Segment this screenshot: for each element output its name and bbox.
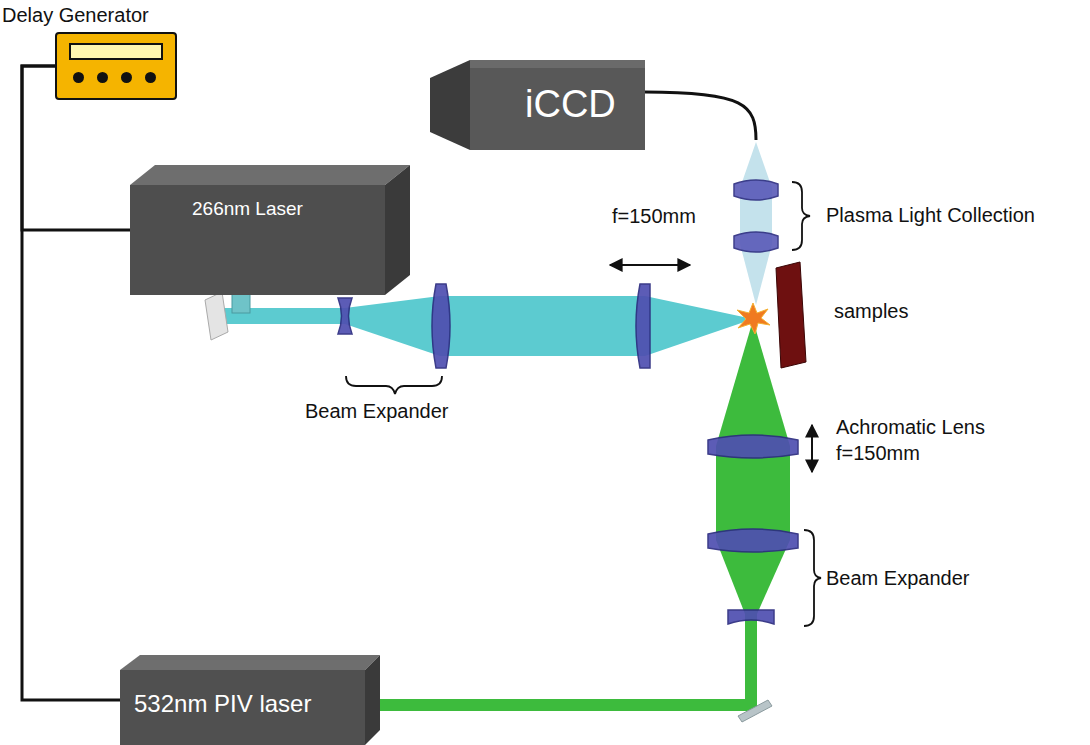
- trigger-wire: [22, 66, 120, 700]
- generator-housing: [55, 32, 177, 100]
- node-title: iCCD: [525, 84, 616, 126]
- focal-length: f=150mm: [836, 442, 920, 465]
- bracket: [804, 530, 821, 626]
- bracket: [792, 182, 810, 250]
- plasma-light: [740, 142, 772, 305]
- focal-length: f=150mm: [612, 205, 696, 228]
- lens: [708, 435, 798, 624]
- sample-plate: [776, 262, 806, 368]
- part-name: Beam Expander: [305, 400, 448, 423]
- laser-266-body: [130, 165, 410, 295]
- iccd-camera: iCCD: [430, 60, 645, 150]
- node-title: Delay Generator: [2, 4, 149, 26]
- knob: [121, 72, 132, 83]
- part-name: Beam Expander: [826, 567, 969, 590]
- mirror: [205, 292, 228, 340]
- knob: [97, 72, 108, 83]
- translation-arrow: [610, 264, 690, 266]
- camera-cable: [645, 92, 756, 140]
- knob: [73, 72, 84, 83]
- display: [69, 43, 163, 60]
- part-name: Achromatic Lens: [836, 416, 985, 439]
- uv-beam: [215, 296, 753, 356]
- lens: [338, 284, 650, 368]
- green-beam: [375, 320, 790, 711]
- node-title: 532nm PIV laser: [134, 691, 311, 717]
- knob: [145, 72, 156, 83]
- bracket: [346, 376, 442, 394]
- node-title: 266nm Laser: [192, 199, 303, 220]
- collection-lens: [734, 180, 778, 252]
- laser-532: 532nm PIV laser: [120, 655, 380, 745]
- part-name: Plasma Light Collection: [826, 204, 1035, 227]
- mirror: [738, 700, 772, 722]
- translation-arrow: [811, 425, 813, 472]
- laser-266: 266nm Laser: [130, 165, 410, 295]
- delay-generator: Delay Generator: [0, 0, 190, 105]
- plasma-spark: [737, 303, 770, 334]
- part-name: samples: [834, 300, 908, 323]
